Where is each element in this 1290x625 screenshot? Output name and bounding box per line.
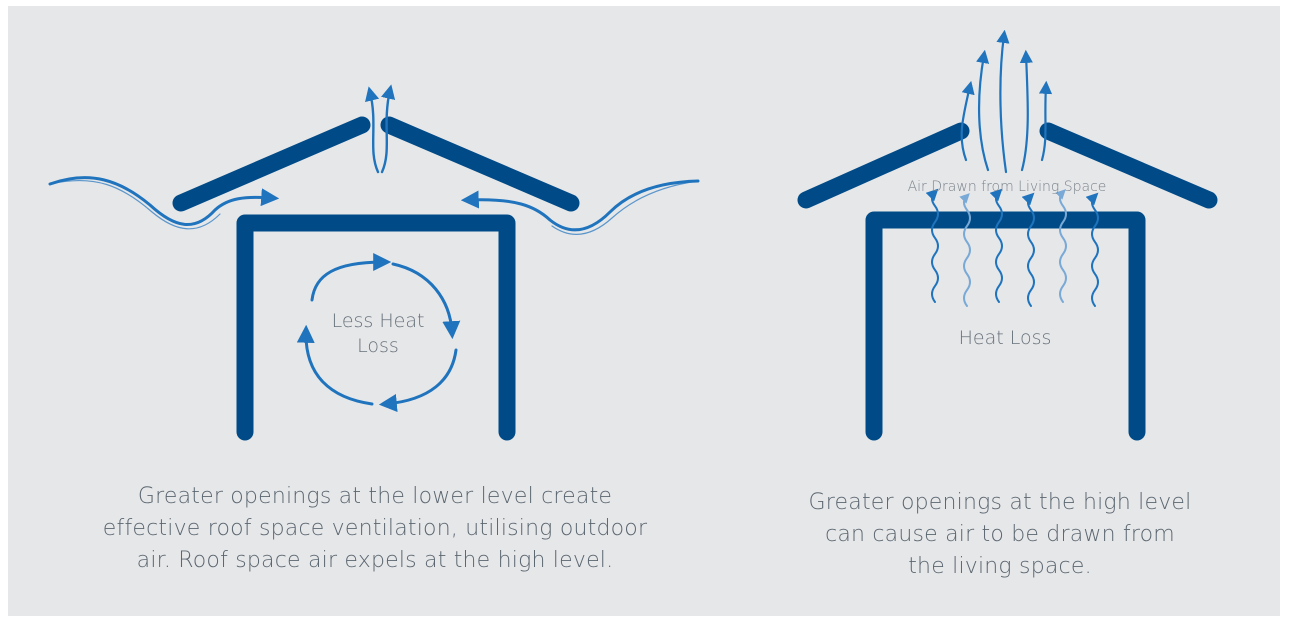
loop-arrow-right — [391, 262, 461, 340]
heat-arrow-1 — [925, 188, 939, 303]
loop-arrow-left — [296, 324, 374, 406]
heat-arrow-3 — [989, 188, 1003, 303]
heat-arrow-5 — [1055, 189, 1067, 303]
left-caption-line-3: air. Roof space air expels at the high l… — [136, 548, 614, 573]
right-caption: Greater openings at the high level can c… — [770, 487, 1230, 583]
left-house — [172, 116, 580, 441]
right-caption-line-1: Greater openings at the high level — [808, 490, 1192, 515]
circulation-loop — [296, 253, 461, 412]
rising-heat-arrows — [925, 188, 1099, 307]
plume-arrow-3 — [996, 29, 1010, 174]
left-wind-wave-shadow — [49, 179, 221, 230]
right-wind-wave — [460, 179, 700, 232]
plume-arrow-4 — [1019, 49, 1033, 172]
heat-arrow-6 — [1085, 192, 1099, 307]
left-caption-line-2: effective roof space ventilation, utilis… — [102, 516, 648, 541]
right-house-walls — [865, 211, 1146, 441]
left-caption: Greater openings at the lower level crea… — [60, 481, 690, 577]
heat-arrow-2 — [959, 193, 971, 307]
plume-arrow-5 — [1038, 80, 1053, 162]
loop-arrow-bottom — [378, 348, 458, 412]
left-caption-line-1: Greater openings at the lower level crea… — [137, 484, 613, 509]
right-caption-line-3: the living space. — [908, 554, 1092, 579]
ridge-exhaust-arrow-right — [380, 84, 396, 174]
heat-arrow-4 — [1021, 192, 1035, 307]
left-wind-wave — [48, 176, 280, 226]
loop-arrow-top — [310, 253, 392, 302]
ridge-exhaust-arrow-left — [365, 86, 380, 174]
less-heat-loss-line-1: Less Heat — [331, 310, 425, 332]
left-roof-right-slope — [380, 116, 580, 212]
heat-loss-label: Heat Loss — [958, 327, 1052, 349]
left-roof-left-slope — [172, 116, 371, 212]
right-house — [797, 122, 1218, 441]
right-roof-right-slope — [1039, 122, 1218, 209]
left-outdoor-airflow — [48, 176, 700, 235]
less-heat-loss-line-2: Loss — [357, 335, 399, 357]
left-house-walls — [236, 214, 516, 441]
right-ridge-exhaust — [960, 29, 1053, 174]
less-heat-loss-label: Less Heat Loss — [317, 309, 439, 359]
right-caption-line-2: can cause air to be drawn from — [825, 522, 1175, 547]
diagram-panel — [8, 6, 1280, 616]
air-drawn-label: Air Drawn from Living Space — [907, 179, 1107, 195]
plume-arrow-1 — [960, 80, 975, 162]
left-ridge-exhaust — [365, 84, 396, 174]
right-roof-left-slope — [797, 122, 970, 209]
right-wind-wave-shadow — [551, 180, 699, 235]
plume-arrow-2 — [976, 49, 990, 172]
